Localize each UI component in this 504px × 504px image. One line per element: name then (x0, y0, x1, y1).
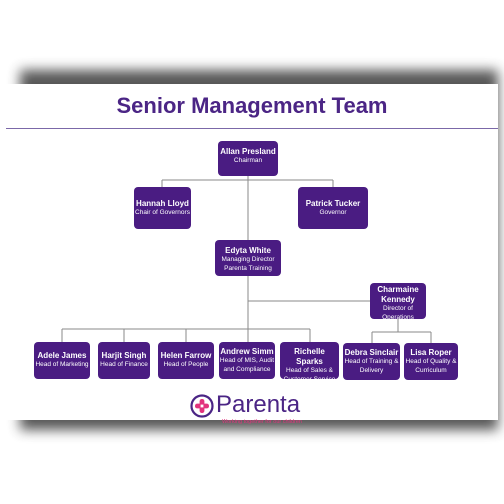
node-harjit-singh: Harjit Singh Head of Finance (98, 342, 150, 379)
page-title: Senior Management Team (116, 93, 388, 118)
node-name: Debra Sinclair (344, 348, 399, 357)
node-role-line-1: Head of Training & (344, 358, 399, 365)
node-name-line-2: Kennedy (381, 295, 415, 304)
node-debra-sinclair: Debra Sinclair Head of Training & Delive… (343, 343, 400, 380)
node-role-line-2: Operations (382, 313, 414, 321)
node-lisa-roper: Lisa Roper Head of Quality & Curriculum (404, 343, 458, 380)
node-andrew-simm: Andrew Simm Head of MIS, Audit and Compl… (219, 342, 275, 379)
node-name: Andrew Simm (220, 347, 274, 356)
node-name: Edyta White (225, 246, 271, 255)
node-role: Head of Marketing (35, 361, 89, 368)
node-patrick-tucker: Patrick Tucker Governor (298, 187, 368, 229)
node-charmaine-kennedy: Charmaine Kennedy Director of Operations (370, 283, 426, 321)
node-name: Patrick Tucker (305, 199, 361, 208)
node-role-line-1: Director of (383, 305, 413, 312)
node-name: Lisa Roper (410, 348, 452, 357)
parenta-logo: Parenta Working together for our childre… (190, 391, 320, 428)
node-role: Chairman (233, 157, 263, 164)
logo-tagline: Working together for our children (222, 419, 302, 425)
node-role: Head of Finance (100, 361, 148, 368)
title-divider (6, 128, 498, 129)
node-role-line-2: Customer Service (283, 375, 336, 383)
node-role-line-2: Delivery (359, 366, 384, 374)
node-edyta-white: Edyta White Managing Director Parenta Tr… (215, 240, 281, 276)
node-name: Allan Presland (220, 147, 276, 156)
node-role-line-1: Head of Sales & (286, 367, 333, 374)
node-name-line-1: Charmaine (377, 285, 419, 294)
node-name: Helen Farrow (160, 351, 212, 360)
node-role-line-2: Curriculum (415, 366, 447, 374)
node-role: Head of People (163, 361, 209, 368)
node-name: Adele James (37, 351, 87, 360)
node-role: Chair of Governors (135, 209, 190, 216)
node-helen-farrow: Helen Farrow Head of People (158, 342, 214, 379)
node-name: Richelle Sparks (294, 347, 325, 366)
node-hannah-lloyd: Hannah Lloyd Chair of Governors (134, 187, 191, 229)
node-role-line-1: Head of MIS, Audit (219, 357, 275, 364)
node-role-line-2: Parenta Training (224, 264, 272, 272)
node-role-line-1: Head of Quality & (405, 358, 457, 365)
node-name: Harjit Singh (101, 351, 147, 360)
node-adele-james: Adele James Head of Marketing (34, 342, 90, 379)
node-richelle-sparks: Richelle Sparks Head of Sales & Customer… (280, 342, 339, 383)
node-role-line-2: and Compliance (223, 365, 271, 373)
node-role-line-1: Managing Director (221, 256, 275, 263)
node-allan-presland: Allan Presland Chairman (218, 141, 278, 176)
node-name: Hannah Lloyd (136, 199, 189, 208)
parenta-plus-icon (190, 394, 214, 418)
node-role: Governor (319, 209, 347, 216)
logo-wordmark: Parenta (216, 391, 301, 418)
